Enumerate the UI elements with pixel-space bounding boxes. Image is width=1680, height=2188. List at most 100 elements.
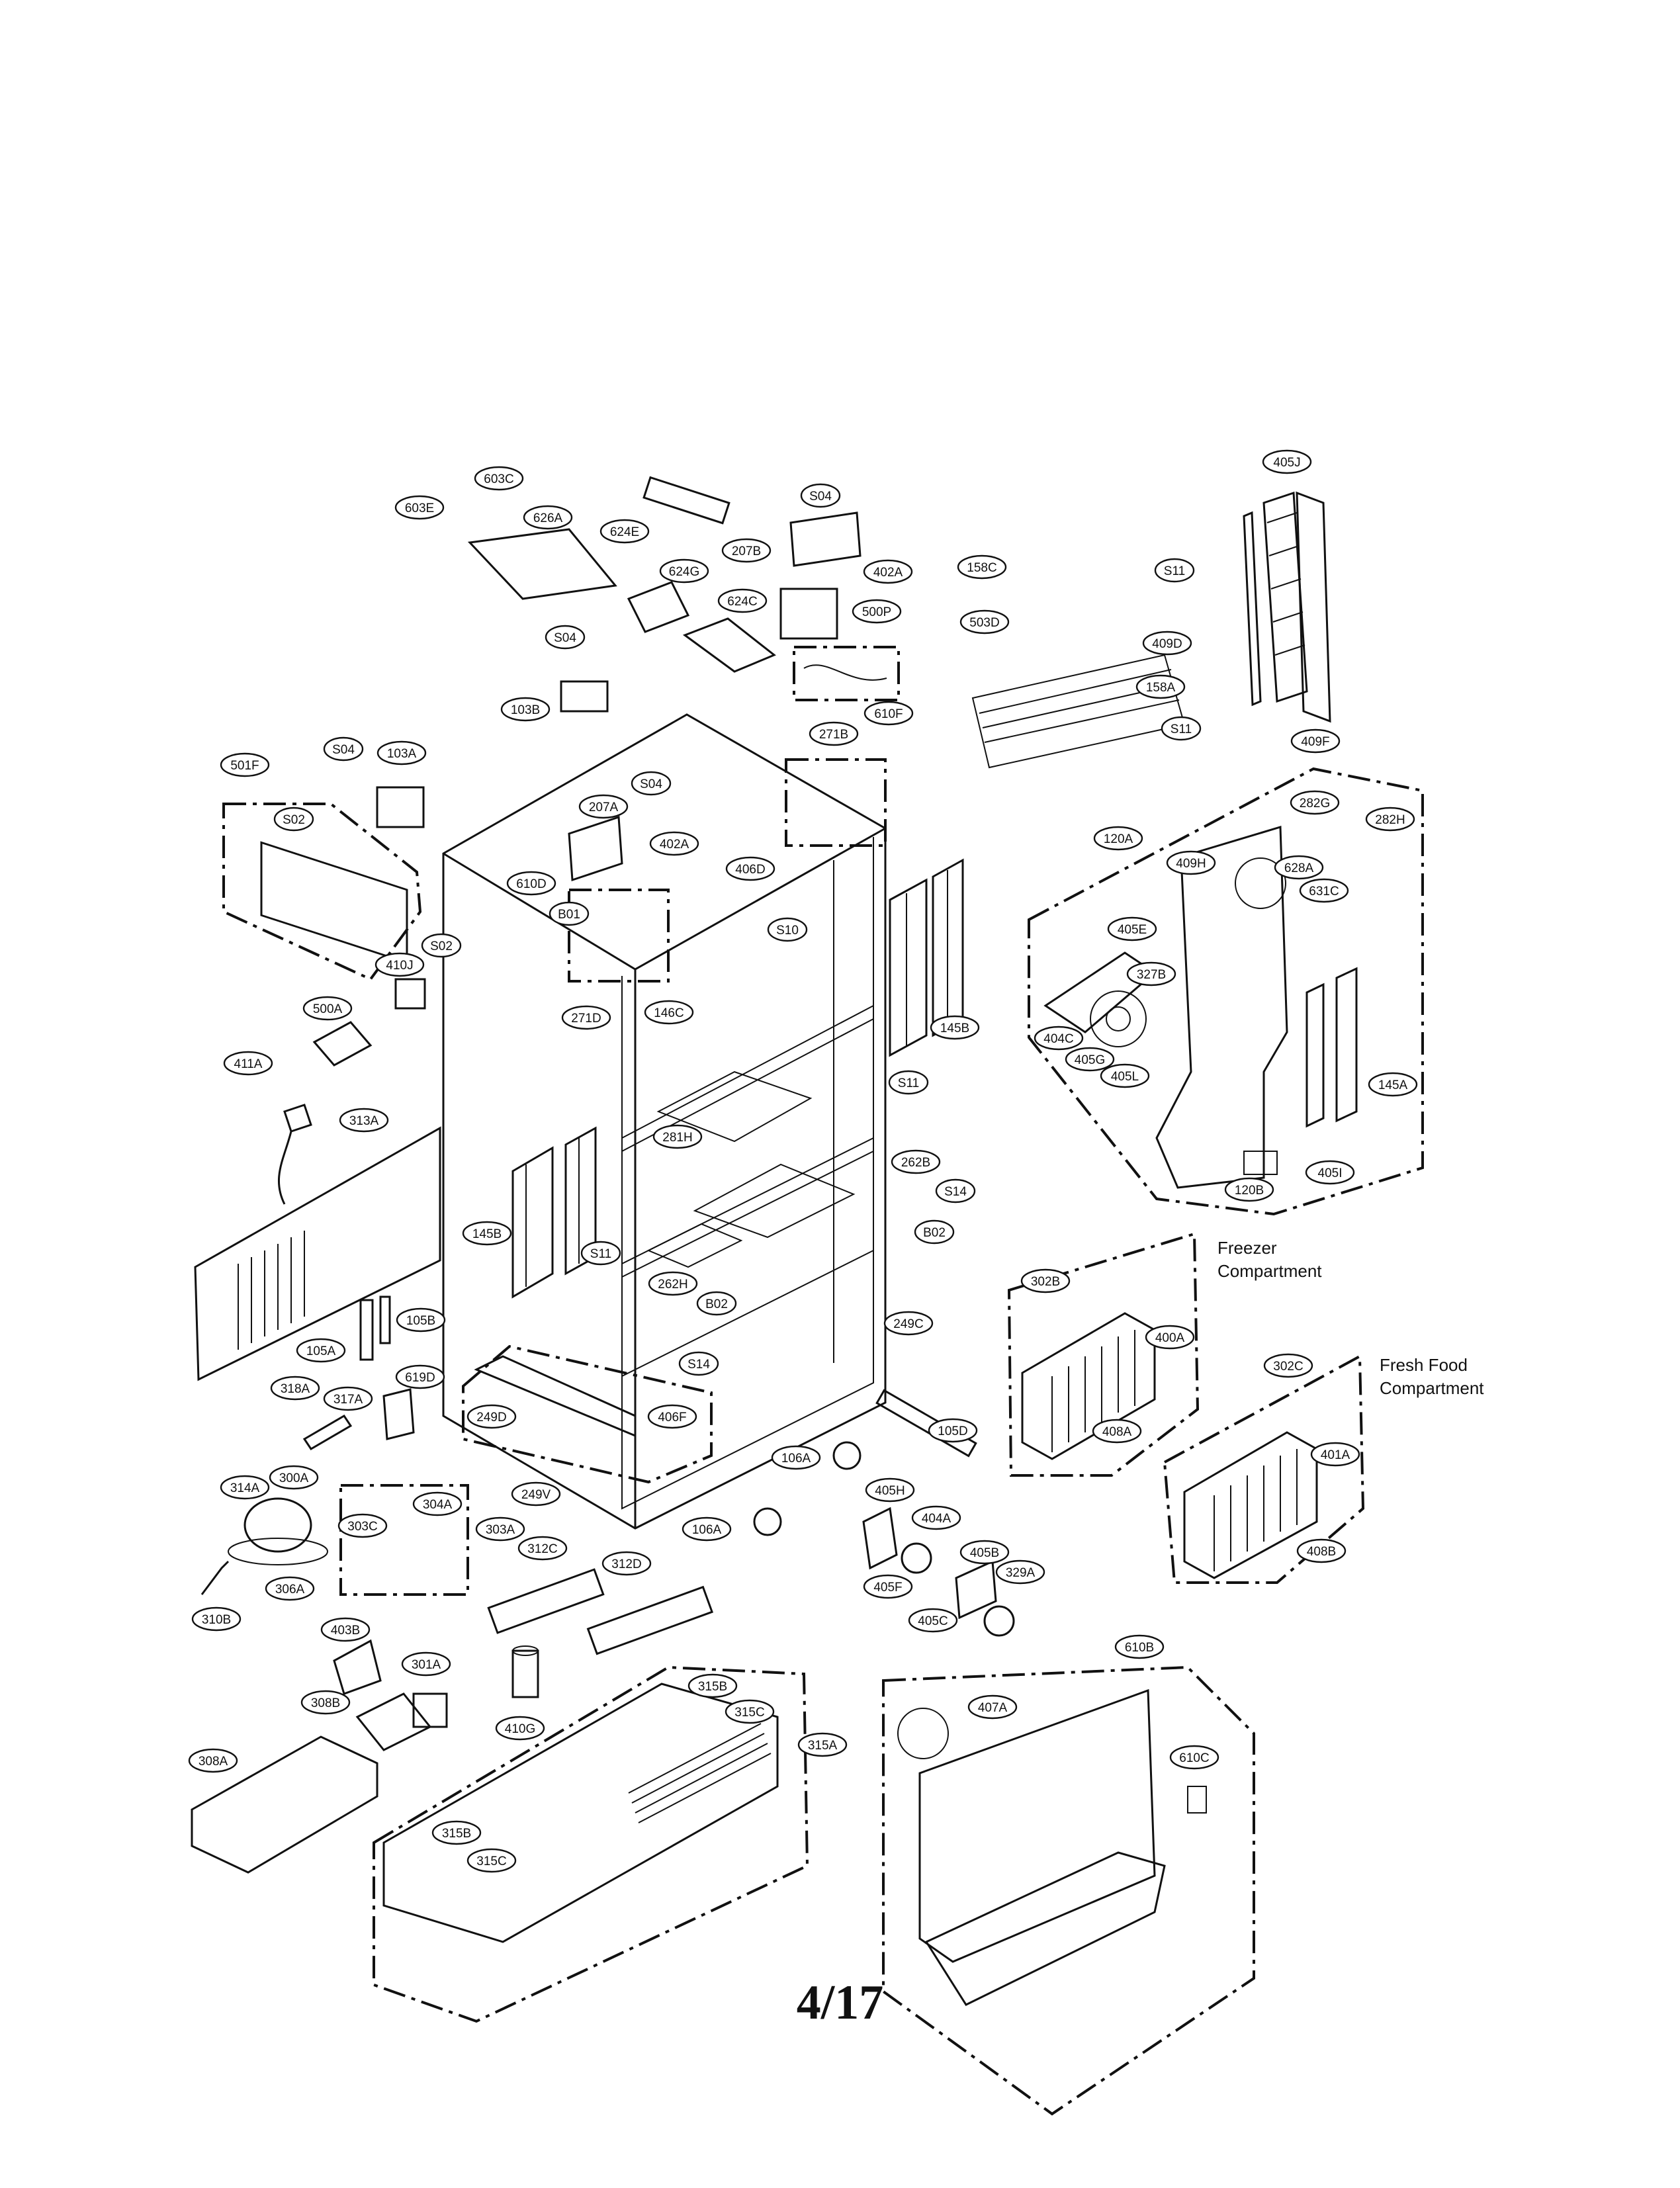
callout-bubble bbox=[323, 1386, 373, 1411]
callout-bubble bbox=[809, 721, 859, 746]
callout-label: B02 bbox=[923, 1226, 946, 1240]
callout-106a: 106A bbox=[682, 1516, 732, 1542]
callout-label: S11 bbox=[590, 1247, 611, 1261]
callout-bubble bbox=[696, 1291, 737, 1316]
callout-bubble bbox=[914, 1219, 955, 1245]
part-329A bbox=[983, 1605, 1015, 1637]
group-boundary-249D bbox=[462, 1344, 713, 1484]
callout-label: 401A bbox=[1321, 1448, 1350, 1462]
callout-s11: S11 bbox=[1161, 716, 1202, 741]
callout-label: 409F bbox=[1301, 735, 1329, 749]
callout-bubble bbox=[863, 559, 913, 584]
callout-bubble bbox=[644, 1000, 694, 1025]
callout-bubble bbox=[771, 1445, 821, 1470]
callout-262b: 262B bbox=[891, 1149, 941, 1174]
callout-bubble bbox=[908, 1608, 958, 1633]
callout-bubble bbox=[721, 538, 772, 563]
callout-bubble bbox=[1296, 1538, 1347, 1563]
callout-bubble bbox=[466, 1404, 517, 1429]
callout-label: 329A bbox=[1006, 1566, 1036, 1580]
callout-label: 315B bbox=[442, 1827, 471, 1841]
callout-bubble bbox=[375, 952, 425, 977]
callout-bubble bbox=[466, 1848, 517, 1873]
callout-410j: 410J bbox=[375, 952, 425, 977]
callout-610d: 610D bbox=[506, 871, 556, 896]
callout-label: 603C bbox=[484, 472, 513, 486]
callout-bubble bbox=[1166, 850, 1216, 875]
callout-bubble bbox=[797, 1732, 848, 1757]
callout-label: S02 bbox=[430, 940, 453, 953]
callout-label: 146C bbox=[654, 1006, 684, 1020]
callout-bubble bbox=[1034, 1026, 1084, 1051]
callout-label: 408A bbox=[1102, 1425, 1132, 1439]
callout-label: S11 bbox=[1164, 564, 1185, 578]
callout-bubble bbox=[1142, 631, 1192, 656]
callout-bubble bbox=[717, 588, 768, 613]
callout-label: 610D bbox=[516, 877, 546, 891]
group-boundary-610B bbox=[882, 1665, 1255, 2116]
callout-bubble bbox=[687, 1673, 738, 1698]
callout-label: 105D bbox=[938, 1424, 967, 1438]
callout-label: 405B bbox=[970, 1546, 999, 1560]
callout-106a: 106A bbox=[771, 1445, 821, 1470]
line-drawing bbox=[191, 476, 1424, 2116]
part-405B bbox=[955, 1559, 997, 1620]
callout-label: 302B bbox=[1031, 1275, 1060, 1289]
callout-406f: 406F bbox=[647, 1404, 697, 1429]
evaporator-302C bbox=[1183, 1431, 1318, 1579]
callout-bubble bbox=[270, 1376, 320, 1401]
callout-label: S02 bbox=[283, 813, 305, 827]
callout-306a: 306A bbox=[265, 1576, 315, 1601]
callout-281h: 281H bbox=[652, 1124, 703, 1149]
callout-249v: 249V bbox=[511, 1481, 561, 1507]
callout-bubble bbox=[421, 933, 462, 958]
callout-bubble bbox=[852, 599, 902, 624]
callout-405b: 405B bbox=[959, 1540, 1010, 1565]
callout-bubble bbox=[511, 1481, 561, 1507]
callout-bubble bbox=[1305, 1160, 1355, 1185]
callout-label: 315A bbox=[808, 1739, 838, 1753]
callout-628a: 628A bbox=[1274, 855, 1324, 880]
callout-label: 302C bbox=[1273, 1360, 1303, 1374]
rear-panel-313A bbox=[194, 1126, 441, 1381]
callout-403b: 403B bbox=[320, 1617, 371, 1642]
callout-label: 402A bbox=[660, 838, 689, 852]
callout-label: 300A bbox=[279, 1471, 309, 1485]
callout-bubble bbox=[1145, 1325, 1195, 1350]
callout-310b: 310B bbox=[191, 1606, 242, 1632]
callout-bubble bbox=[883, 1311, 934, 1336]
capacitor-410G bbox=[511, 1645, 539, 1698]
callout-label: S04 bbox=[640, 777, 662, 791]
callout-bubble bbox=[300, 1690, 351, 1715]
callout-s14: S14 bbox=[935, 1178, 976, 1203]
callout-label: 403B bbox=[331, 1624, 360, 1638]
part-624E bbox=[642, 476, 730, 525]
callout-label: 410G bbox=[505, 1722, 535, 1736]
callout-313a: 313A bbox=[339, 1108, 389, 1133]
callout-label: 624C bbox=[727, 595, 757, 609]
part-103A bbox=[376, 786, 425, 828]
callout-bubble bbox=[273, 807, 314, 832]
callout-402a: 402A bbox=[863, 559, 913, 584]
callout-label: 619D bbox=[405, 1371, 435, 1385]
callout-610c: 610C bbox=[1169, 1745, 1219, 1770]
callout-bubble bbox=[1107, 916, 1157, 941]
callout-label: 262H bbox=[658, 1278, 687, 1291]
callout-labels: 603C603E626A624ES04207B402A624G624C500PS… bbox=[188, 449, 1418, 1873]
callout-315c: 315C bbox=[466, 1848, 517, 1873]
callout-bubble bbox=[580, 1241, 621, 1266]
callout-label: 405E bbox=[1118, 923, 1147, 937]
callout-405g: 405G bbox=[1065, 1047, 1115, 1072]
callout-624e: 624E bbox=[599, 519, 650, 544]
callout-label: 407A bbox=[978, 1701, 1008, 1715]
callout-label: 628A bbox=[1284, 861, 1314, 875]
callout-bubble bbox=[495, 1716, 545, 1741]
callout-label: 405J bbox=[1273, 456, 1300, 470]
callout-label: 271D bbox=[571, 1012, 601, 1026]
callout-label: 631C bbox=[1309, 885, 1339, 898]
callout-303a: 303A bbox=[475, 1516, 525, 1542]
note-freshfood-line2: Compartment bbox=[1380, 1378, 1484, 1398]
callout-603e: 603E bbox=[394, 495, 445, 520]
callout-bubble bbox=[1169, 1745, 1219, 1770]
callout-bubble bbox=[1100, 1063, 1150, 1088]
